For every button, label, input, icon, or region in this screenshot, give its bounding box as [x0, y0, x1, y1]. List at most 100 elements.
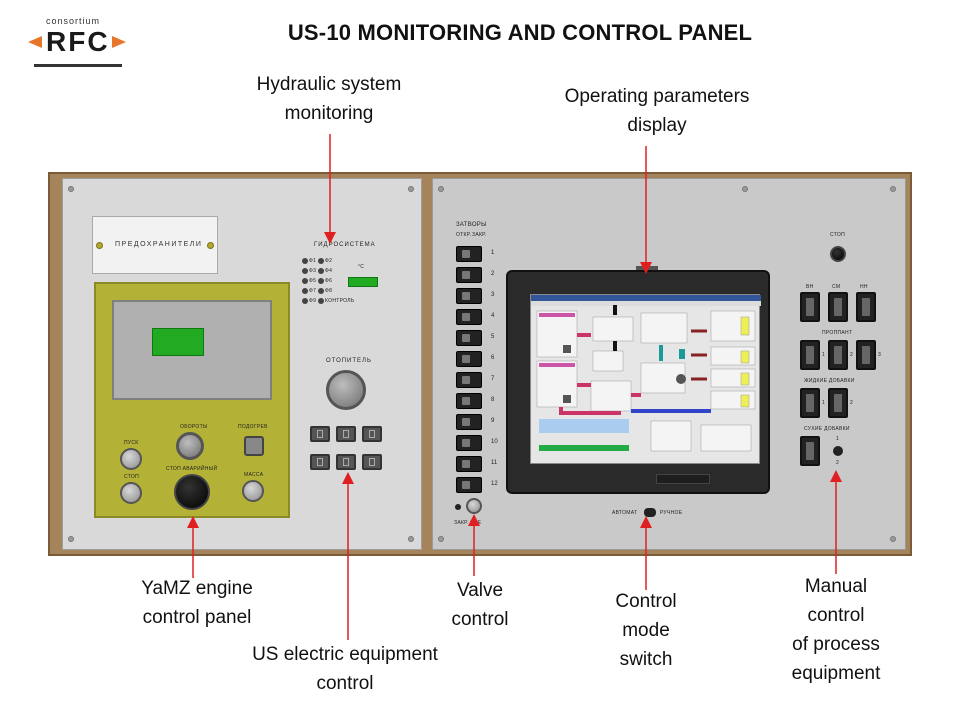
hydraulic-led-label: Ф7	[309, 288, 317, 294]
stop-right-button[interactable]	[830, 246, 846, 262]
valve-toggle-7[interactable]	[456, 372, 482, 388]
callout-electric-line-1: US electric equipment	[252, 644, 438, 665]
rpm-knob[interactable]	[176, 432, 204, 460]
stop-label: СТОП	[124, 474, 139, 480]
dry-number: 2	[836, 460, 840, 466]
stop-right-label: СТОП	[830, 232, 845, 238]
gates-label: ЗАТВОРЫ	[456, 222, 487, 228]
preheat-label: ПОДОГРЕВ	[238, 424, 268, 430]
callout-manual-line-4: equipment	[791, 663, 881, 684]
callout-manual-line-2: control	[807, 605, 865, 626]
callout-hydraulic-line-1: Hydraulic system	[256, 74, 402, 95]
valve-toggle-5[interactable]	[456, 330, 482, 346]
rocker-liquid-1[interactable]	[800, 388, 820, 418]
logo-arrow-right-icon	[112, 36, 126, 48]
screw-icon	[68, 186, 74, 192]
rocker-vn[interactable]	[800, 292, 820, 322]
rocker-nn[interactable]	[856, 292, 876, 322]
page-title: US-10 MONITORING AND CONTROL PANEL	[287, 20, 753, 45]
hydraulic-led-label: Ф4	[325, 268, 333, 274]
valve-toggle-4[interactable]	[456, 309, 482, 325]
valve-toggle-8[interactable]	[456, 393, 482, 409]
manual-mode-label: РУЧНОЕ	[660, 510, 683, 516]
heater-label: ОТОПИТЕЛЬ	[326, 358, 372, 364]
screw-icon	[890, 186, 896, 192]
valve-number: 12	[491, 481, 498, 487]
valve-toggle-9[interactable]	[456, 414, 482, 430]
valve-toggle-12[interactable]	[456, 477, 482, 493]
yamz-lcd-display	[152, 328, 204, 356]
estop-label: СТОП АВАРИЙНЫЙ	[166, 466, 218, 472]
hydraulic-led-icon	[302, 278, 308, 284]
valve-number: 2	[491, 271, 495, 277]
hydraulic-temp-display	[348, 277, 378, 287]
stop-button[interactable]	[120, 482, 142, 504]
screw-icon	[890, 536, 896, 542]
callout-mode: Control mode switch	[596, 587, 696, 674]
callout-yamz-line-1: YaMZ engine	[141, 578, 253, 599]
hydraulic-led-label: Ф6	[325, 278, 333, 284]
celsius-label: °C	[358, 264, 365, 270]
preheat-switch[interactable]	[244, 436, 264, 456]
proppant-label: ПРОППАНТ	[822, 330, 853, 336]
hydraulic-control-label: КОНТРОЛЬ	[325, 298, 355, 304]
heater-knob[interactable]	[326, 370, 366, 410]
callout-valve-line-2: control	[451, 609, 509, 630]
rocker-liquid-2[interactable]	[828, 388, 848, 418]
gates-open-label: ОТКР.	[456, 232, 472, 238]
electric-button-2[interactable]	[336, 426, 356, 442]
close-all-button[interactable]	[466, 498, 482, 514]
valve-toggle-11[interactable]	[456, 456, 482, 472]
start-label: ПУСК	[124, 440, 139, 446]
hydraulic-led-label: Ф1	[309, 258, 317, 264]
hydraulic-led-label: Ф8	[325, 288, 333, 294]
start-button[interactable]	[120, 448, 142, 470]
liquid-number: 1	[822, 400, 826, 406]
hydraulics-label: ГИДРОСИСТЕМА	[314, 242, 376, 248]
hydraulic-led-icon	[318, 278, 324, 284]
electric-button-5[interactable]	[336, 454, 356, 470]
logo-brand-text: RFC	[46, 26, 110, 57]
hydraulic-led-label: Ф5	[309, 278, 317, 284]
electric-button-6[interactable]	[362, 454, 382, 470]
callout-electric: US electric equipment control	[222, 640, 468, 698]
valve-number: 7	[491, 376, 495, 382]
callout-mode-line-2: mode	[622, 620, 670, 641]
hydraulic-led-icon	[302, 258, 308, 264]
monitor-screen[interactable]	[530, 294, 761, 464]
hydraulic-led-icon	[302, 268, 308, 274]
valve-toggle-2[interactable]	[456, 267, 482, 283]
hydraulic-led-icon	[318, 258, 324, 264]
screw-icon	[438, 536, 444, 542]
emergency-stop-button[interactable]	[174, 474, 210, 510]
rocker-proppant-3[interactable]	[856, 340, 876, 370]
callout-mode-line-3: switch	[619, 649, 673, 670]
screw-icon	[408, 536, 414, 542]
rocker-proppant-1[interactable]	[800, 340, 820, 370]
close-all-label: ЗАКР. ВСЕ	[454, 520, 482, 526]
proppant-number: 1	[822, 352, 826, 358]
callout-manual-line-1: Manual	[804, 576, 868, 597]
mass-button[interactable]	[242, 480, 264, 502]
valve-toggle-3[interactable]	[456, 288, 482, 304]
gates-close-label: ЗАКР.	[472, 232, 487, 238]
rocker-proppant-2[interactable]	[828, 340, 848, 370]
callout-valve-line-1: Valve	[456, 580, 504, 601]
monitor-bottom-slot	[656, 474, 710, 484]
electric-button-1[interactable]	[310, 426, 330, 442]
rocker-dry[interactable]	[800, 436, 820, 466]
valve-toggle-10[interactable]	[456, 435, 482, 451]
callout-hydraulic: Hydraulic system monitoring	[214, 70, 444, 128]
logo-underline	[34, 64, 122, 67]
close-all-indicator-icon	[455, 504, 461, 510]
rocker-sm[interactable]	[828, 292, 848, 322]
valve-toggle-1[interactable]	[456, 246, 482, 262]
dry-selector-switch[interactable]	[833, 446, 843, 456]
valve-toggle-6[interactable]	[456, 351, 482, 367]
fuse-indicator-icon	[96, 242, 103, 249]
electric-button-4[interactable]	[310, 454, 330, 470]
valve-number: 11	[491, 460, 498, 466]
fuse-box-label: ПРЕДОХРАНИТЕЛИ	[115, 241, 203, 248]
electric-button-3[interactable]	[362, 426, 382, 442]
control-mode-switch[interactable]	[644, 508, 656, 517]
